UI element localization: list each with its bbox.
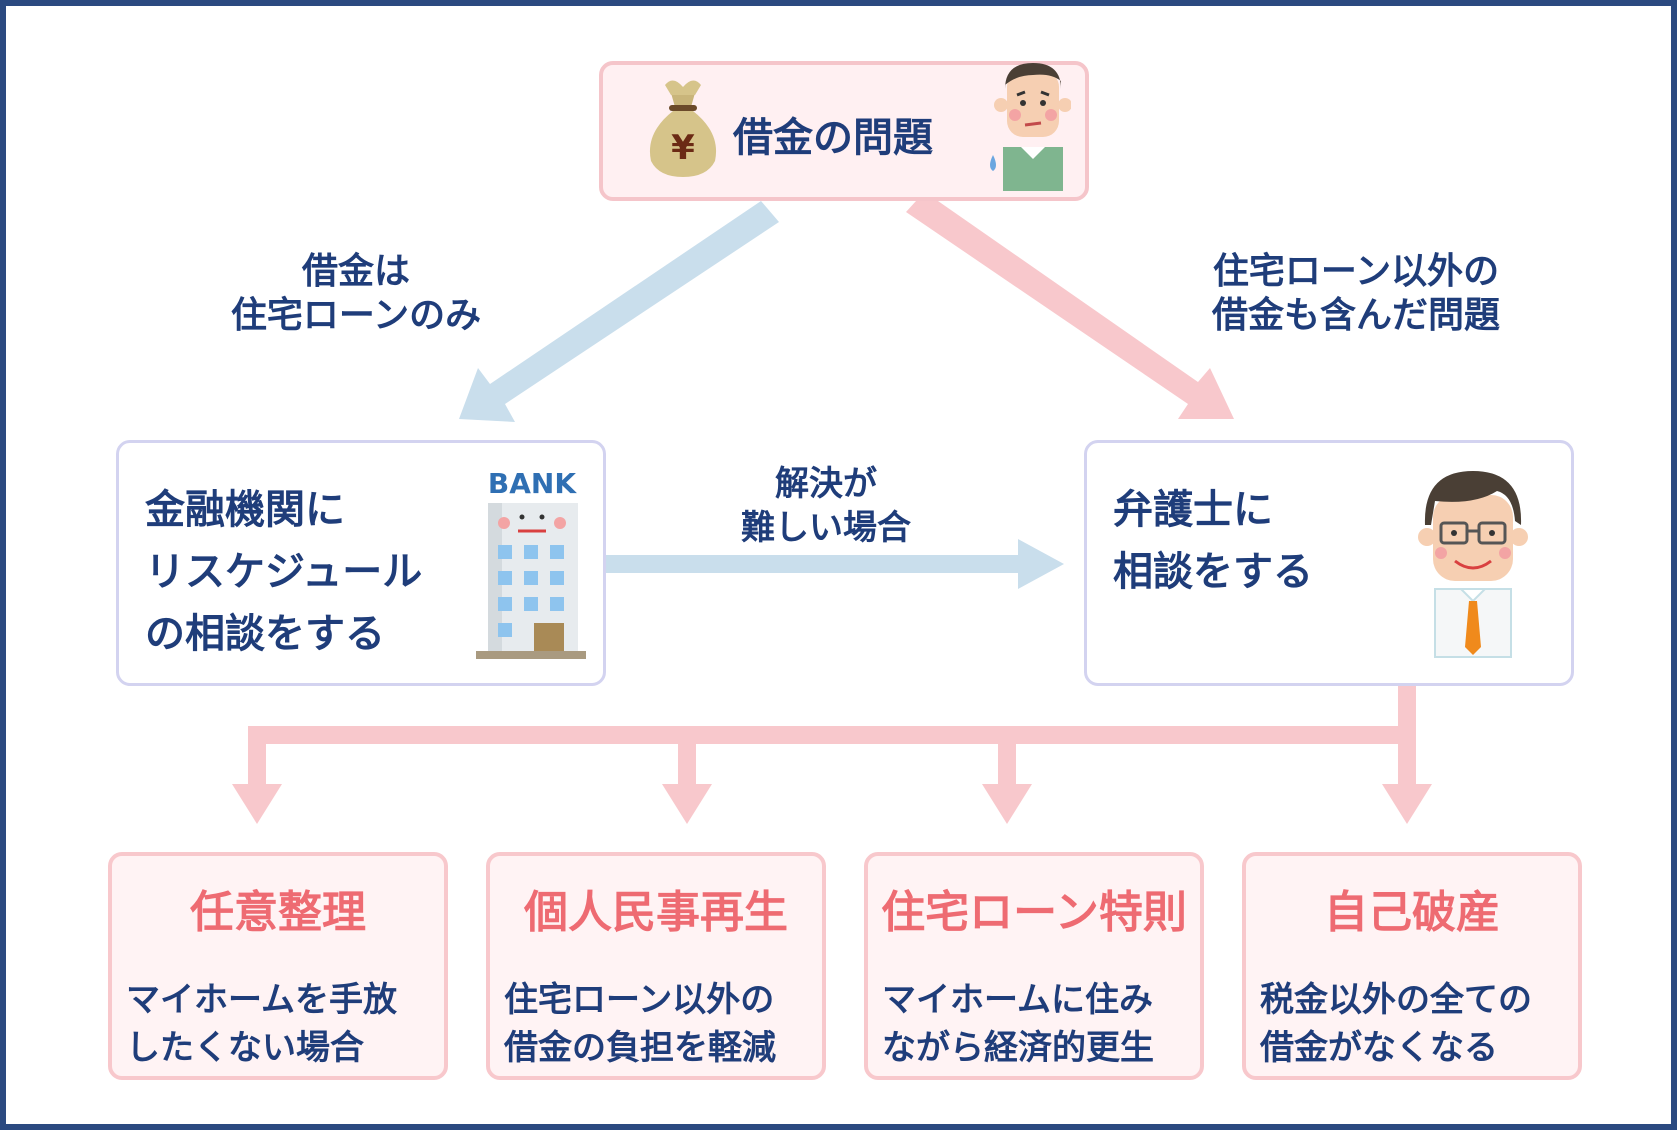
lawyer-node-line-1: 弁護士に [1113,487,1273,533]
option-description: マイホームに住み ながら経済的更生 [882,976,1190,1072]
option-housing-loan-special: 住宅ローン特則 マイホームに住み ながら経済的更生 [864,852,1204,1080]
arrow-trunk [1398,686,1416,736]
option-desc-line-2: したくない場合 [126,1028,364,1068]
option-desc-line-1: 住宅ローン以外の [504,980,775,1020]
bank-building-icon: BANK [476,467,586,659]
option-title: 住宅ローン特則 [881,887,1187,938]
bank-node-line-3: の相談をする [145,611,385,657]
debt-problem-title: 借金の問題 [733,115,933,161]
yen-symbol: ¥ [671,128,695,168]
worried-man-icon [990,63,1071,191]
option-description: マイホームを手放 したくない場合 [126,976,434,1072]
option-title: 個人民事再生 [524,887,788,938]
arrow-to-lawyer [906,201,1234,419]
right-branch-label: 住宅ローン以外の 借金も含んだ問題 [1166,250,1546,338]
arrows-layer [232,201,1432,824]
option-desc-line-2: 借金がなくなる [1260,1028,1498,1068]
bank-node: 金融機関に リスケジュール の相談をする BANK [116,440,606,686]
option-bankruptcy: 自己破産 税金以外の全ての 借金がなくなる [1242,852,1582,1080]
right-branch-label-line-2: 借金も含んだ問題 [1211,295,1500,336]
option-voluntary-arrangement: 任意整理 マイホームを手放 したくない場合 [108,852,448,1080]
lawyer-icon [1418,471,1528,658]
left-branch-label-line-1: 借金は [301,251,410,292]
left-branch-label-line-2: 住宅ローンのみ [230,295,482,336]
option-desc-line-2: 借金の負担を軽減 [504,1028,776,1068]
money-bag-icon: ¥ [649,80,717,177]
option-personal-rehabilitation: 個人民事再生 住宅ローン以外の 借金の負担を軽減 [486,852,826,1080]
middle-arrow-label-line-1: 解決が [775,464,877,504]
option-desc-line-1: マイホームに住み [882,980,1153,1020]
option-desc-line-2: ながら経済的更生 [882,1028,1154,1068]
middle-arrow-label: 解決が 難しい場合 [686,462,966,550]
bank-node-text: 金融機関に リスケジュール の相談をする [145,479,422,665]
arrow-drop-2 [662,744,712,824]
lawyer-node-text: 弁護士に 相談をする [1113,479,1313,603]
option-title: 自己破産 [1324,887,1500,938]
bank-sign: BANK [488,467,577,500]
lawyer-node: 弁護士に 相談をする [1084,440,1574,686]
arrow-to-bank [459,201,779,422]
arrow-bank-to-lawyer [606,539,1064,589]
option-title: 任意整理 [190,887,366,938]
bank-node-line-2: リスケジュール [145,549,423,595]
middle-arrow-label-line-2: 難しい場合 [741,508,911,548]
arrow-drop-1 [232,726,282,824]
arrow-drop-4 [1382,726,1432,824]
option-desc-line-1: 税金以外の全ての [1260,980,1532,1020]
option-description: 住宅ローン以外の 借金の負担を軽減 [504,976,812,1072]
right-branch-label-line-1: 住宅ローン以外の [1212,251,1500,292]
lawyer-node-line-2: 相談をする [1113,549,1313,595]
bank-node-line-1: 金融機関に [145,487,345,533]
option-description: 税金以外の全ての 借金がなくなる [1260,976,1568,1072]
option-desc-line-1: マイホームを手放 [126,980,397,1020]
debt-problem-node: ¥ 借金の問題 [599,61,1089,201]
arrow-drop-3 [982,744,1032,824]
arrow-bus [248,726,1416,744]
left-branch-label: 借金は 住宅ローンのみ [196,250,516,338]
